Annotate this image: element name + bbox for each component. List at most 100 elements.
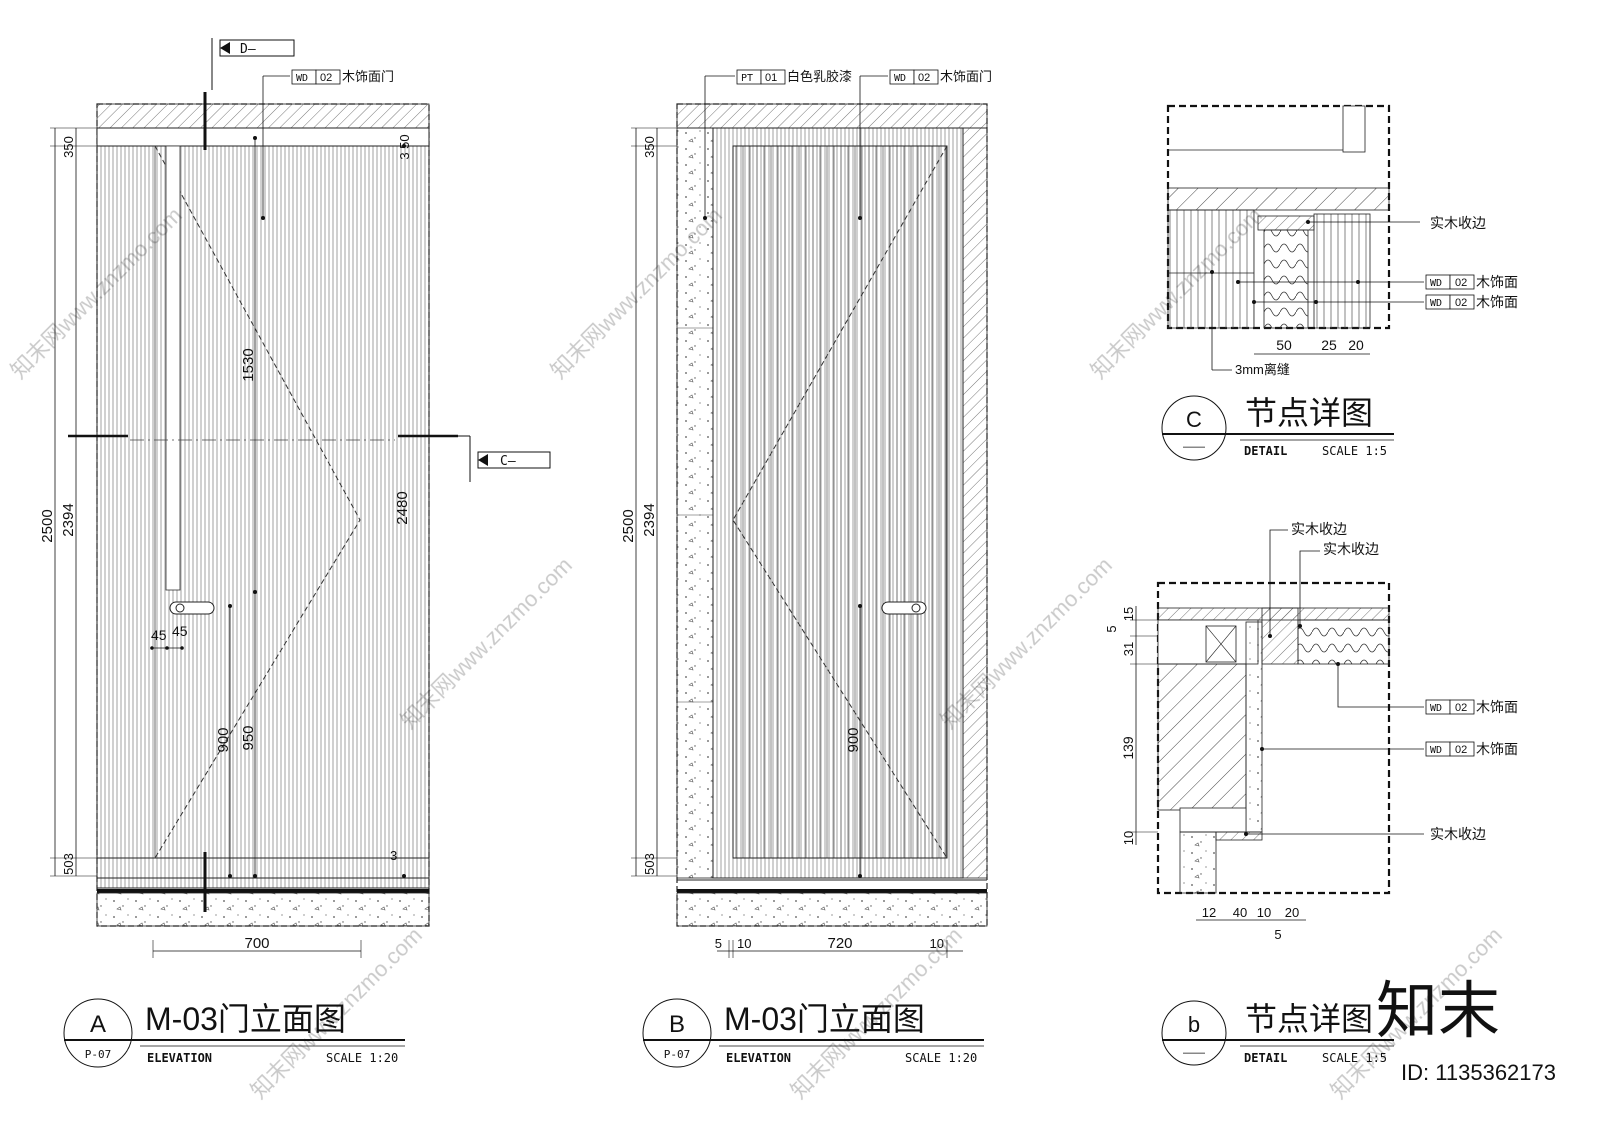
tag-wd02-c1: WD 02 木饰面 (1425, 274, 1518, 290)
tag-text: 木饰面门 (342, 69, 394, 84)
watermark-id: ID: 1135362173 (1401, 1060, 1556, 1085)
swing-indicator-b (732, 145, 948, 859)
dim-10-b-right: 10 (930, 936, 944, 951)
dim-45-right: 45 (172, 623, 188, 639)
dimension-left-overall: 2500 2394 350 503 (39, 127, 97, 877)
dim-900: 900 (215, 727, 232, 752)
title-block-b: B P-07 M-03门立面图 ELEVATION SCALE 1:20 (642, 998, 984, 1068)
badge-letter-b-detail: b (1188, 1012, 1200, 1037)
tag-code: WD (1430, 278, 1442, 289)
tag-text-b: 木饰面门 (940, 69, 992, 84)
drawing-subtitle-b: ELEVATION (726, 1051, 791, 1065)
dim-2480: 2480 (394, 491, 411, 524)
title-badge-b (642, 998, 712, 1068)
tag-code: WD (1430, 745, 1442, 756)
badge-letter-a: A (90, 1011, 106, 1038)
badge-letter-b: B (669, 1011, 685, 1038)
drawing-scale-b: SCALE 1:20 (905, 1051, 977, 1065)
hinge-strip (165, 145, 181, 591)
dim-5-b-v: 5 (1104, 625, 1119, 632)
dim-15: 15 (1121, 607, 1136, 621)
dim-25: 25 (1321, 337, 1337, 353)
label-solid-wood-trim-c: 实木收边 (1430, 215, 1486, 231)
tag-text: 木饰面 (1476, 699, 1518, 715)
section-marker-d: D— (219, 39, 295, 57)
detail-b: 实木收边 实木收边 WD 02 木饰面 WD 02 木饰面 实木收边 (1104, 521, 1518, 1066)
label-3mm-gap: 3mm离缝 (1235, 362, 1290, 377)
tag-wd02-b1: WD 02 木饰面 (1425, 699, 1518, 715)
solid-wood-trim-b (1261, 607, 1299, 665)
tag-text: 木饰面 (1476, 274, 1518, 290)
dim-31: 31 (1121, 642, 1136, 656)
tag-code-b: WD (894, 73, 906, 84)
tag-no-b: 02 (918, 72, 930, 84)
dim-45-left: 45 (151, 627, 167, 643)
tag-no: 02 (320, 72, 332, 84)
dim-2394: 2394 (60, 503, 77, 536)
label-trim-b2: 实木收边 (1323, 541, 1379, 557)
detail-c: 实木收边 WD 02 木饰面 WD 02 木饰面 3mm离缝 50 25 20 (1161, 104, 1518, 461)
tag-code: WD (296, 73, 308, 84)
title-block-a: A P-07 M-03门立面图 ELEVATION SCALE 1:20 (63, 998, 405, 1068)
dim-350-b: 350 (642, 136, 657, 158)
solid-wood-trim (1257, 215, 1315, 231)
dim-10-b-left: 10 (737, 936, 751, 951)
tag-wd02-c2: WD 02 木饰面 (1425, 294, 1518, 310)
dim-2500: 2500 (39, 509, 56, 542)
floor-slab-b (676, 892, 988, 927)
watermark-brand: 知末 (1376, 977, 1500, 1046)
dim-2500-b: 2500 (620, 509, 637, 542)
drawing-subtitle-b-detail: DETAIL (1244, 1051, 1287, 1065)
drawing-title-c: 节点详图 (1245, 395, 1373, 431)
dim-900-b: 900 (845, 727, 862, 752)
badge-sheet-a: P-07 (85, 1048, 112, 1061)
tag-no: 02 (1455, 702, 1467, 714)
dim-503-b: 503 (642, 853, 657, 875)
floor-slab (96, 892, 430, 927)
swing-indicator (154, 145, 361, 859)
handle-rose (175, 603, 185, 613)
tag-text: 木饰面 (1476, 741, 1518, 757)
drawing-subtitle-c: DETAIL (1244, 444, 1287, 458)
tag-code: WD (1430, 703, 1442, 714)
elevation-a: C— D— WD 02 木饰面门 25 (39, 38, 551, 1068)
title-badge-b-detail (1161, 1000, 1227, 1066)
title-badge-c (1161, 395, 1227, 461)
dimension-left-overall-b: 2500 2394 350 503 (620, 127, 677, 877)
tag-wd02-b2: WD 02 木饰面 (1425, 741, 1518, 757)
drawing-subtitle-a: ELEVATION (147, 1051, 212, 1065)
section-mark-d-label: D— (240, 42, 256, 57)
section-marker-c: C— (477, 451, 551, 469)
drawing-scale-c: SCALE 1:5 (1322, 444, 1387, 458)
dim-50: 50 (1276, 337, 1292, 353)
badge-letter-c: C (1186, 407, 1202, 432)
door-leaf-b (732, 145, 948, 859)
dim-350: 350 (61, 136, 76, 158)
label-trim-b1: 实木收边 (1291, 521, 1347, 537)
tag-pt-text: 白色乳胶漆 (787, 69, 852, 84)
title-block-c: C —— 节点详图 DETAIL SCALE 1:5 (1161, 395, 1394, 461)
material-tag-wd02-b: WD 02 木饰面门 (858, 69, 992, 220)
drawing-scale-b-detail: SCALE 1:5 (1322, 1051, 1387, 1065)
dim-5-b: 5 (715, 936, 722, 951)
dim-40: 40 (1233, 905, 1247, 920)
tag-pt-code: PT (741, 73, 753, 84)
insulation-core (1263, 229, 1309, 329)
dim-10-h: 10 (1257, 905, 1271, 920)
label-trim-b3: 实木收边 (1430, 826, 1486, 842)
dim-1530: 1530 (240, 348, 257, 381)
wall-paint-strip (676, 127, 714, 879)
wall-panel-left (1167, 209, 1255, 329)
drawing-title-b: M-03门立面图 (724, 1001, 925, 1037)
badge-sheet-b-detail: —— (1183, 1047, 1205, 1059)
title-block-b-detail: b —— 节点详图 DETAIL SCALE 1:5 (1161, 1000, 1394, 1066)
ceiling-layer (1167, 187, 1390, 211)
dim-950: 950 (240, 725, 257, 750)
drawing-title-b-detail: 节点详图 (1245, 1001, 1373, 1037)
dim-700: 700 (244, 935, 269, 952)
dim-12: 12 (1202, 905, 1216, 920)
material-tag-wd02: WD 02 木饰面门 (261, 69, 394, 220)
dim-720: 720 (827, 935, 852, 952)
dim-2394-b: 2394 (641, 503, 658, 536)
tag-no: 02 (1455, 297, 1467, 309)
